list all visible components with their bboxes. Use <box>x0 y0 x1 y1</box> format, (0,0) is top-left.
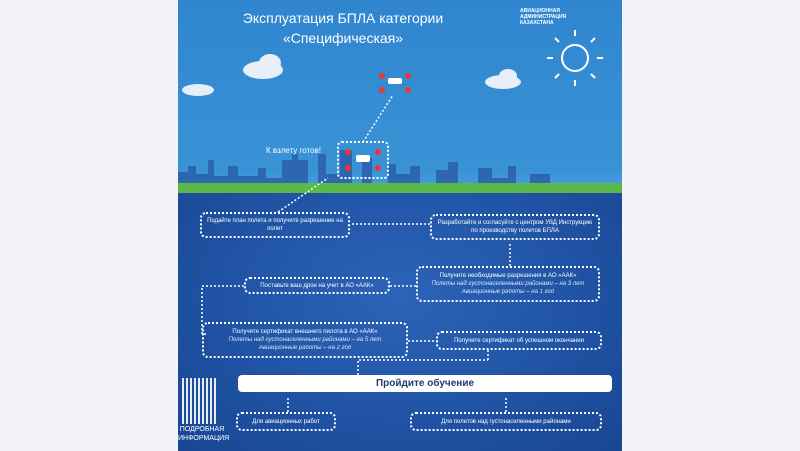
logo-text: КАЗАХСТАНА <box>520 20 554 26</box>
cloud-icon <box>182 54 521 96</box>
permits-title: Получите необходимые разрешения в АО «АА… <box>439 273 577 279</box>
step-training: Пройдите обучение <box>238 375 612 392</box>
step-flight-plan: Подайте план полета и получите разрешени… <box>200 212 350 238</box>
step-scenario: Разработайте и согласуйте с центром УВД … <box>430 214 600 240</box>
step-aviation-work: Для авиационных работ <box>236 412 336 431</box>
pilot-title: Получите сертификат внешнего пилота в АО… <box>232 329 378 335</box>
qr-code[interactable] <box>182 378 218 424</box>
logo-text: АВИАЦИОННАЯ <box>520 8 560 14</box>
sun-icon <box>547 30 603 86</box>
lower-panel <box>178 192 622 451</box>
step-pilot-cert: Получите сертификат внешнего пилота в АО… <box>202 322 408 358</box>
scene-decoration <box>182 30 603 412</box>
drone-icon <box>379 73 411 93</box>
city-skyline <box>178 150 550 184</box>
ready-label: К взлету готов! <box>266 146 321 155</box>
logo-text: АДМИНИСТРАЦИЯ <box>520 14 567 20</box>
drone-icon <box>345 149 381 171</box>
pilot-note: Полеты над густонаселенными районами – н… <box>228 337 382 343</box>
infographic: Эксплуатация БПЛА категории «Специфическ… <box>178 0 622 451</box>
grass-strip <box>178 183 622 193</box>
permits-note: Авиационные работы – на 1 год <box>461 289 555 295</box>
qr-label: ПОДРОБНАЯ ИНФОРМАЦИЯ <box>178 426 230 442</box>
step-training-cert: Получите сертификат об успешном окончани… <box>436 331 602 350</box>
step-register: Поставьте ваш дрон на учет в АО «ААК» <box>244 277 390 294</box>
flow-arrows <box>201 94 511 412</box>
step-populated: Для полетов над густонаселенными районам… <box>410 412 602 431</box>
pilot-note: Авиационные работы – на 2 год <box>258 345 352 351</box>
step-permits: Получите необходимые разрешения в АО «АА… <box>416 266 600 302</box>
permits-note: Полеты над густонаселенными районами – н… <box>431 281 585 287</box>
logo: АВИАЦИОННАЯ АДМИНИСТРАЦИЯ КАЗАХСТАНА <box>520 8 566 26</box>
page-title: Эксплуатация БПЛА категории «Специфическ… <box>242 10 444 46</box>
